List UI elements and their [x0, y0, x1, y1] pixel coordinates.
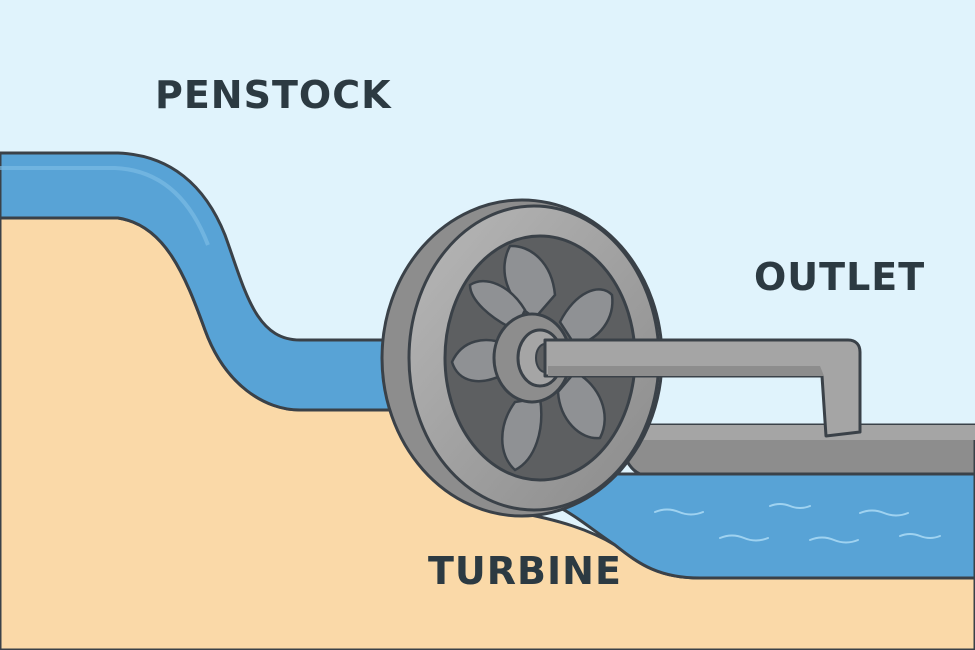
outlet-pipe-shadow	[548, 366, 824, 376]
penstock-highlight	[0, 166, 210, 246]
water-ripples	[654, 503, 941, 544]
turbine-label: TURBINE	[428, 549, 622, 593]
tailrace-water	[553, 472, 975, 580]
penstock-label: PENSTOCK	[155, 73, 392, 117]
outlet-label: OUTLET	[754, 255, 926, 299]
turbine-wheel-icon	[380, 198, 664, 518]
channel-wall-top	[628, 425, 975, 440]
outlet-pipe-icon	[543, 338, 862, 438]
